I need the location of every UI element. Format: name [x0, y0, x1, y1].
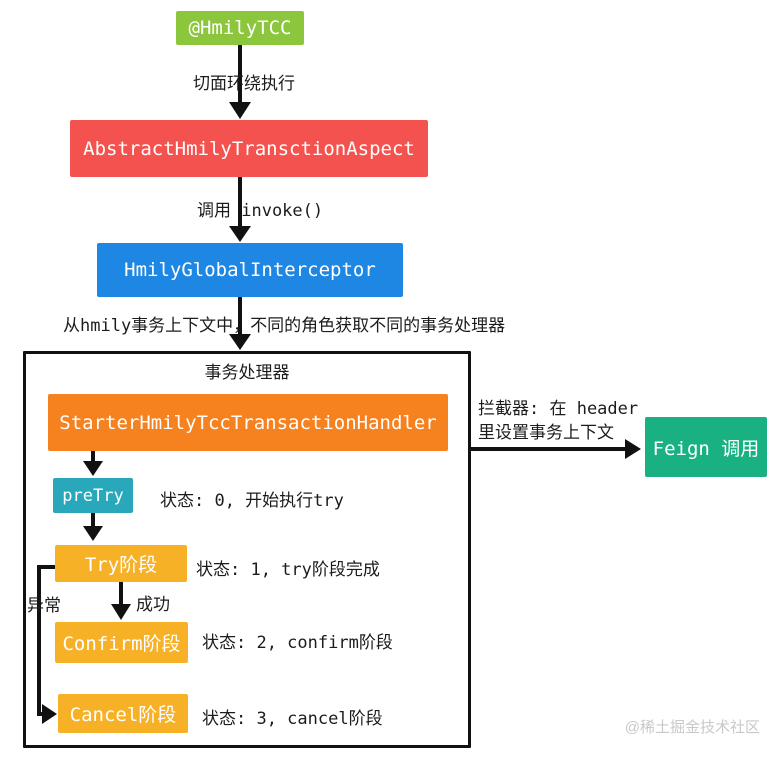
node-aspect: AbstractHmilyTransctionAspect: [70, 120, 428, 177]
node-hmilytcc-annotation: @HmilyTCC: [176, 11, 304, 45]
status-label-2: 状态: 2, confirm阶段: [202, 633, 393, 653]
edge-label-context: 从hmily事务上下文中，不同的角色获取不同的事务处理器: [63, 316, 506, 336]
edge-label-aspect-exec: 切面环绕执行: [193, 74, 295, 94]
status-label-1: 状态: 1, try阶段完成: [196, 560, 380, 580]
node-confirm-phase: Confirm阶段: [55, 622, 188, 663]
status-label-0: 状态: 0, 开始执行try: [160, 491, 344, 511]
edge-label-invoke: 调用 invoke(): [197, 201, 324, 221]
watermark: @稀土掘金技术社区: [624, 719, 760, 736]
transaction-handler-container: [23, 351, 471, 748]
node-feign-call: Feign 调用: [645, 417, 767, 477]
edge-label-exception: 异常: [27, 596, 61, 616]
node-starter-handler: StarterHmilyTccTransactionHandler: [48, 394, 448, 451]
edge-label-interceptor-note-line2: 里设置事务上下文: [478, 423, 614, 443]
edge-label-success: 成功: [136, 595, 170, 615]
node-cancel-phase: Cancel阶段: [58, 694, 188, 733]
edge-label-interceptor-note-line1: 拦截器: 在 header: [478, 399, 639, 419]
node-try-phase: Try阶段: [55, 545, 187, 582]
node-interceptor: HmilyGlobalInterceptor: [97, 243, 403, 297]
container-title: 事务处理器: [204, 363, 290, 383]
node-pretry: preTry: [53, 478, 133, 513]
status-label-3: 状态: 3, cancel阶段: [202, 709, 383, 729]
